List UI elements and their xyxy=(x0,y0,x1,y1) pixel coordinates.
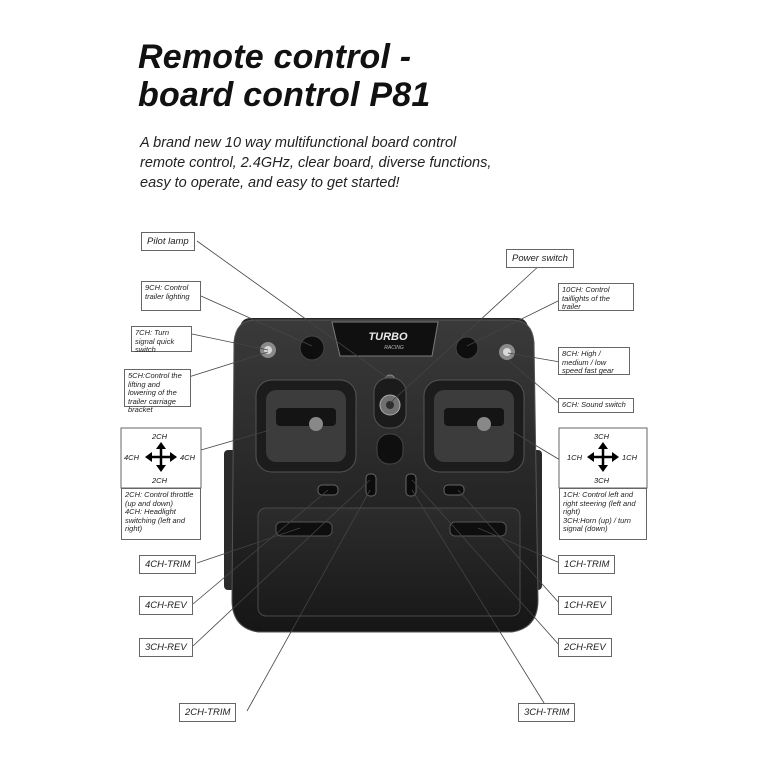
ch4-rev-label: 4CH-REV xyxy=(139,596,193,615)
ch6-label: 6CH: Sound switch xyxy=(558,398,634,413)
ch2-ch4-description: 2CH: Control throttle (up and down) 4CH:… xyxy=(121,488,201,540)
ch1-trim-label: 1CH-TRIM xyxy=(558,555,616,574)
right-cross-top-label: 3CH xyxy=(594,432,610,441)
ch3-trim-label: 3CH-TRIM xyxy=(518,703,576,722)
left-cross-bottom-label: 2CH xyxy=(152,476,168,485)
right-cross-bottom-label: 3CH xyxy=(594,476,610,485)
left-cross-left-label: 4CH xyxy=(124,453,140,462)
left-knob[interactable] xyxy=(299,335,325,361)
left-cross-right-label: 4CH xyxy=(180,453,196,462)
ch7-label: 7CH: Turn signal quick switch xyxy=(131,326,192,354)
right-gimbal-stick[interactable] xyxy=(423,379,525,473)
right-cross-right-label: 1CH xyxy=(622,453,638,462)
subtitle-line-2: remote control, 2.4GHz, clear board, div… xyxy=(140,155,492,171)
right-cross-left-label: 1CH xyxy=(567,453,583,462)
display-window: TURBO RACING xyxy=(331,321,439,357)
brand-logo: TURBO xyxy=(368,331,408,343)
ch1-description: 1CH: Control left and right steering (le… xyxy=(563,490,636,516)
title-line-2: board control P81 xyxy=(138,76,431,114)
sound-button[interactable] xyxy=(376,433,404,465)
subtitle: A brand new 10 way multifunctional board… xyxy=(140,133,580,193)
ch8-label: 8CH: High / medium / low speed fast gear xyxy=(558,347,630,375)
ch2-description: 2CH: Control throttle (up and down) xyxy=(125,490,194,508)
right-knob[interactable] xyxy=(455,336,479,360)
left-direction-arrows xyxy=(120,427,202,489)
trim-sliders-upper[interactable] xyxy=(317,473,465,497)
ch3-rev-label: 3CH-REV xyxy=(139,638,193,657)
ch10-label: 10CH: Control taillights of the trailer xyxy=(558,283,634,311)
subtitle-line-1: A brand new 10 way multifunctional board… xyxy=(140,135,457,151)
ch4-description: 4CH: Headlight switching (left and right… xyxy=(125,507,186,533)
ch2-rev-label: 2CH-REV xyxy=(558,638,612,657)
title-line-1: Remote control - xyxy=(138,38,412,76)
pilot-lamp-label: Pilot lamp xyxy=(141,232,195,251)
ch9-label: 9CH: Control trailer lighting xyxy=(141,281,201,311)
ch4-trim-label: 4CH-TRIM xyxy=(139,555,197,574)
right-toggle-switch[interactable] xyxy=(499,344,515,360)
ch2-trim-label: 2CH-TRIM xyxy=(179,703,237,722)
ch3-description: 3CH:Horn (up) / turn signal (down) xyxy=(563,515,631,533)
lower-panel xyxy=(257,507,521,617)
subtitle-line-3: easy to operate, and easy to get started… xyxy=(140,175,400,191)
power-switch-label: Power switch xyxy=(506,249,574,268)
brand-sub-logo: RACING xyxy=(384,345,404,351)
left-cross-top-label: 2CH xyxy=(152,432,168,441)
ch1-ch3-description: 1CH: Control left and right steering (le… xyxy=(559,488,647,540)
right-direction-arrows xyxy=(558,427,648,489)
leader-lines xyxy=(175,240,561,712)
left-gimbal-stick[interactable] xyxy=(255,379,357,473)
ch5-label: 5CH:Control the lifting and lowering of … xyxy=(124,369,191,414)
page-title: Remote control - board control P81 xyxy=(138,38,430,114)
ch1-rev-label: 1CH-REV xyxy=(558,596,612,615)
